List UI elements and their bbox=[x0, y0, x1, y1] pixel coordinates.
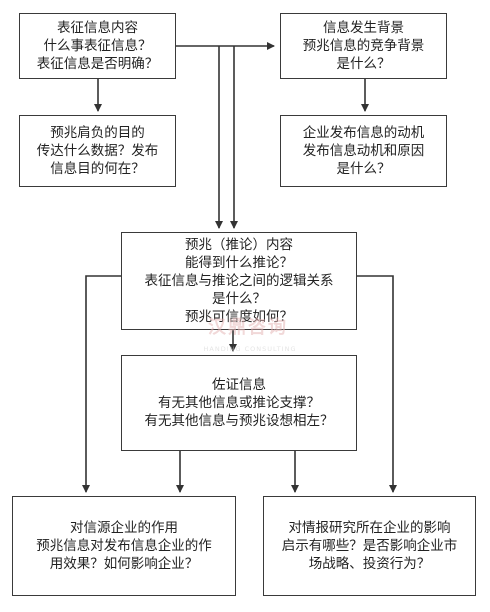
box-release-motive: 企业发布信息的动机 发布信息动机和原因 是什么？ bbox=[280, 115, 447, 187]
arrow-center-to-bottomleft bbox=[82, 275, 121, 493]
box-signal-purpose: 预兆肩负的目的 传达什么数据？发布 信息目的何在？ bbox=[19, 115, 176, 187]
box-line: 表征信息与推论之间的逻辑关系 bbox=[144, 273, 334, 289]
box-line: 企业发布信息的动机 bbox=[302, 125, 425, 141]
box-line: 有无其他信息与预兆设想相左？ bbox=[144, 413, 334, 429]
arrow-center-to-bottomright bbox=[357, 275, 397, 493]
box-line: 启示有哪些？是否影响企业市 bbox=[281, 538, 458, 554]
box-info-background: 信息发生背景 预兆信息的竞争背景 是什么？ bbox=[280, 13, 447, 79]
box-line: 佐证信息 bbox=[212, 377, 266, 393]
box-line: 预兆可信度如何？ bbox=[185, 309, 293, 325]
box-line: 能得到什么推论？ bbox=[185, 255, 293, 271]
box-line: 信息目的何在？ bbox=[50, 161, 145, 177]
box-supporting-evidence: 佐证信息 有无其他信息或推论支撑？ 有无其他信息与预兆设想相左？ bbox=[121, 355, 357, 451]
box-line: 是什么？ bbox=[336, 56, 391, 72]
box-effect-on-source: 对信源企业的作用 预兆信息对发布信息企业的作 用效果？如何影响企业？ bbox=[12, 496, 236, 596]
box-line: 发布信息动机和原因 bbox=[302, 143, 425, 159]
box-line: 对信源企业的作用 bbox=[70, 520, 178, 536]
box-line: 对情报研究所在企业的影响 bbox=[288, 520, 451, 536]
box-line: 信息发生背景 bbox=[323, 20, 404, 36]
box-line: 表征信息内容 bbox=[57, 20, 138, 36]
box-line: 是什么？ bbox=[336, 161, 391, 177]
box-surface-info-content: 表征信息内容 什么事表征信息？ 表征信息是否明确？ bbox=[19, 13, 176, 79]
box-line: 传达什么数据？发布 bbox=[36, 143, 159, 159]
box-line: 表征信息是否明确？ bbox=[36, 56, 159, 72]
box-impact-on-own-firm: 对情报研究所在企业的影响 启示有哪些？是否影响企业市 场战略、投资行为？ bbox=[263, 496, 476, 596]
box-signal-inference: 预兆（推论）内容 能得到什么推论？ 表征信息与推论之间的逻辑关系 是什么？ 预兆… bbox=[121, 232, 357, 330]
box-line: 预兆肩负的目的 bbox=[50, 125, 145, 141]
box-line: 用效果？如何影响企业？ bbox=[49, 556, 199, 572]
box-line: 有无其他信息或推论支撑？ bbox=[158, 395, 320, 411]
box-line: 什么事表征信息？ bbox=[43, 38, 152, 54]
box-line: 预兆信息的竞争背景 bbox=[302, 38, 425, 54]
box-line: 是什么？ bbox=[212, 291, 266, 307]
box-line: 预兆（推论）内容 bbox=[185, 237, 293, 253]
box-line: 场战略、投资行为？ bbox=[308, 556, 431, 572]
box-line: 预兆信息对发布信息企业的作 bbox=[36, 538, 212, 554]
